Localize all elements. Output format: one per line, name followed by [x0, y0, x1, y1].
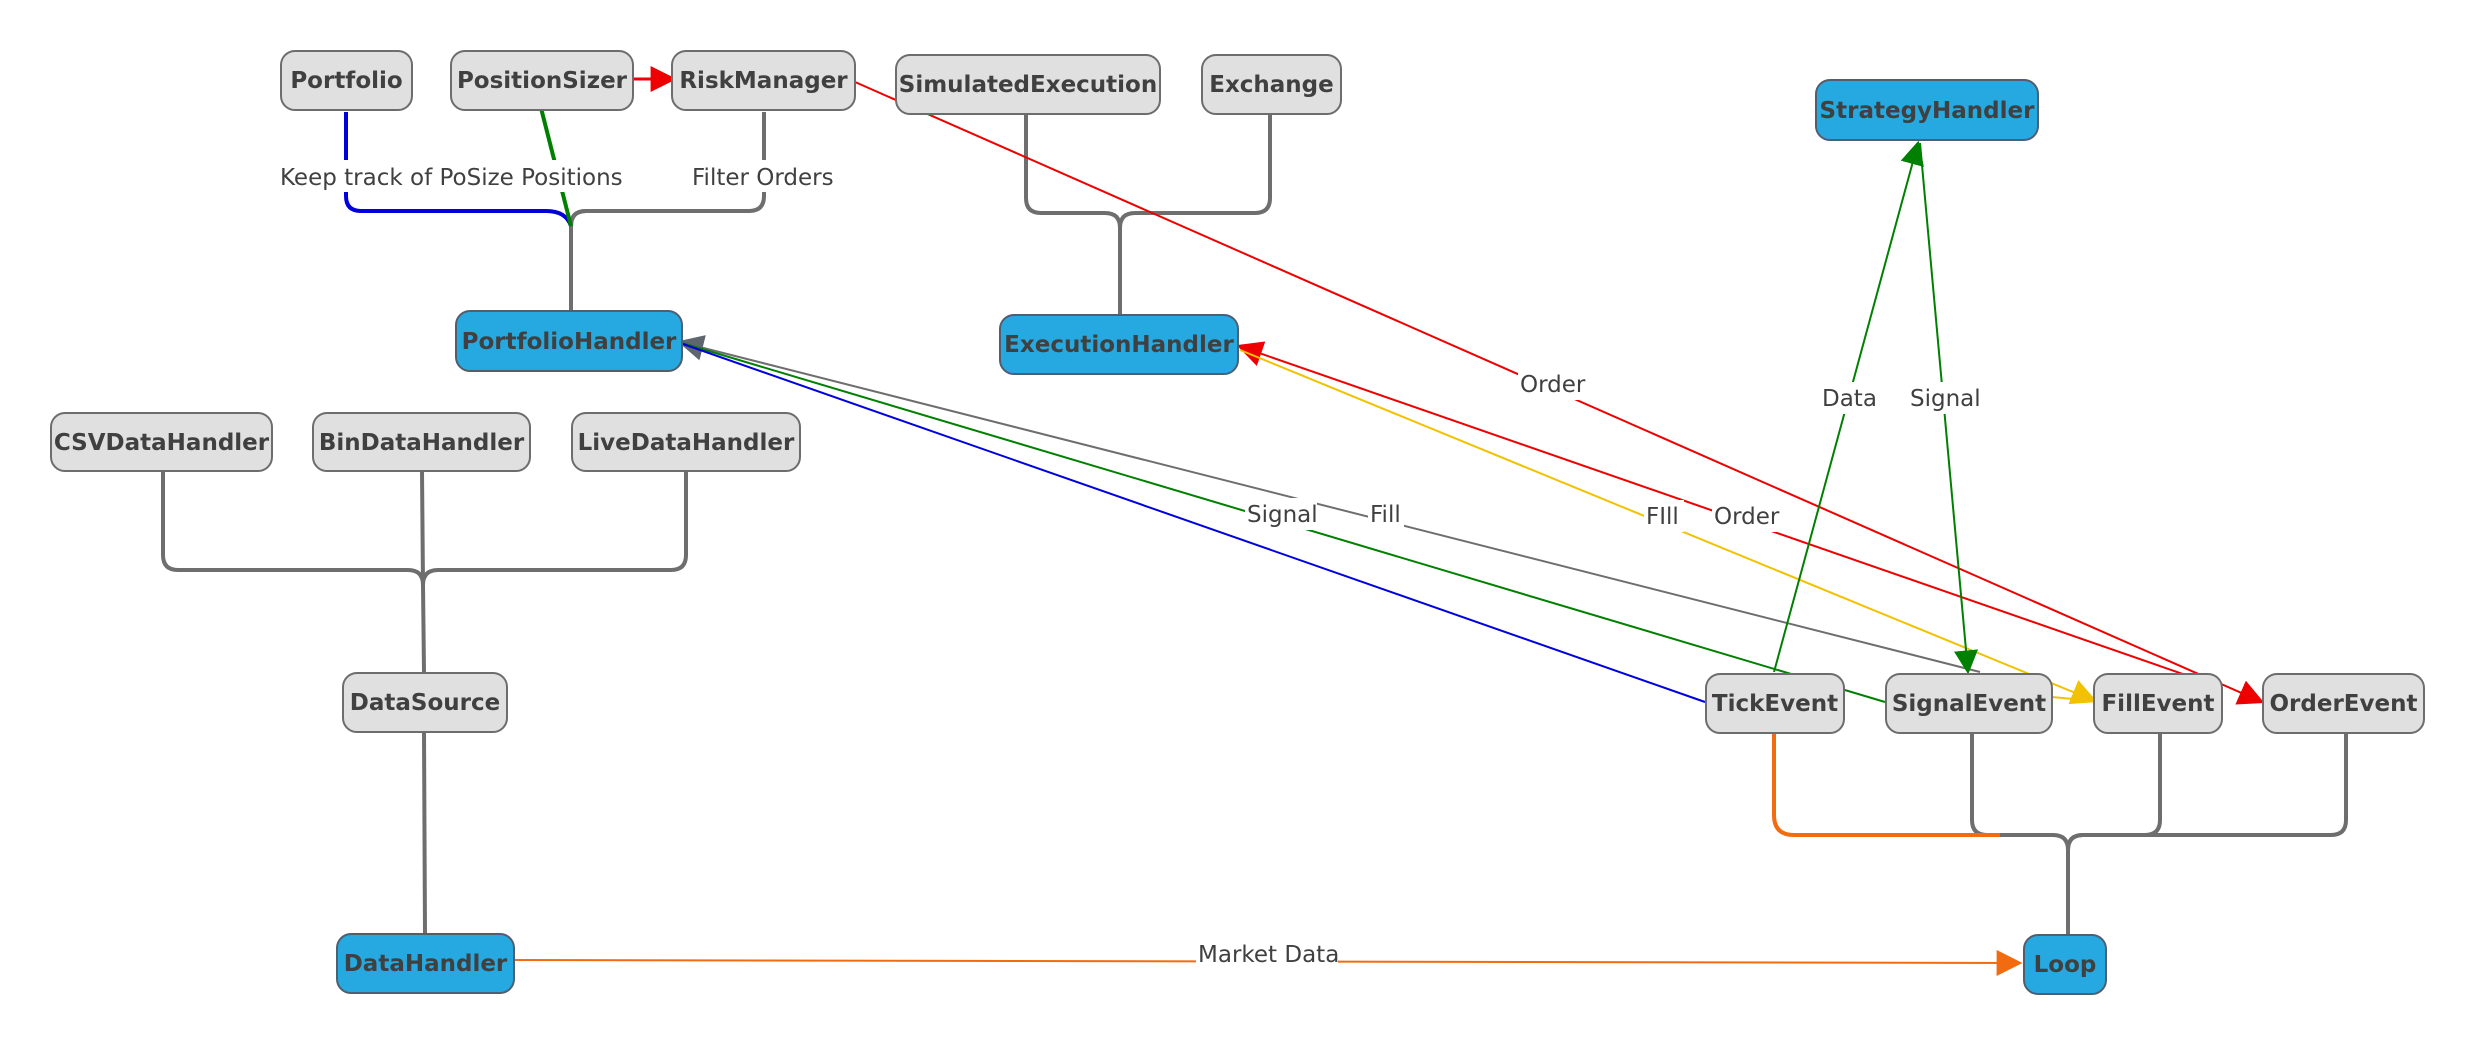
- label-order-top: Order: [1520, 372, 1586, 398]
- edge-labels: Keep track of PoSize Positions Filter Or…: [278, 160, 1981, 970]
- node-fill-event[interactable]: FillEvent: [2093, 673, 2223, 734]
- connector-exchange-exechandler: [1118, 112, 1272, 229]
- connector-live-datasource: [421, 471, 688, 586]
- node-csv-data-handler-label: CSVDataHandler: [54, 430, 270, 456]
- node-portfolio-label: Portfolio: [290, 68, 402, 94]
- node-order-event-label: OrderEvent: [2270, 691, 2418, 717]
- label-signal-right: Signal: [1910, 386, 1981, 412]
- node-simulated-execution-label: SimulatedExecution: [899, 72, 1157, 98]
- node-bin-data-handler-label: BinDataHandler: [319, 430, 525, 456]
- node-exchange-label: Exchange: [1209, 72, 1334, 98]
- node-data-source[interactable]: DataSource: [342, 672, 508, 733]
- node-data-source-label: DataSource: [350, 690, 500, 716]
- connectors: [161, 112, 2348, 936]
- node-position-sizer[interactable]: PositionSizer: [450, 50, 634, 111]
- node-strategy-handler-label: StrategyHandler: [1820, 98, 2036, 124]
- node-live-data-handler[interactable]: LiveDataHandler: [571, 412, 801, 472]
- edge-portfolio-portfoliohandler: [344, 112, 573, 227]
- label-fill-yellow: FIll: [1646, 504, 1679, 530]
- node-live-data-handler-label: LiveDataHandler: [578, 430, 795, 456]
- connector-orderevent-loop: [2066, 734, 2348, 851]
- node-signal-event-label: SignalEvent: [1892, 691, 2046, 717]
- label-keep-track: Keep track of PoSize Positions: [280, 165, 623, 191]
- connector-simexec-exechandler: [1024, 112, 1122, 315]
- node-order-event[interactable]: OrderEvent: [2262, 673, 2425, 734]
- edge-fillevent-portfoliohandler: [677, 335, 1981, 673]
- node-execution-handler-label: ExecutionHandler: [1004, 332, 1234, 358]
- label-order-mid: Order: [1714, 504, 1780, 530]
- connector-riskmanager-portfoliohandler: [569, 112, 766, 311]
- nodes: Portfolio PositionSizer RiskManager Simu…: [50, 50, 2425, 995]
- edge-tickevent-portfoliohandler: [682, 343, 1706, 703]
- node-loop[interactable]: Loop: [2023, 934, 2107, 995]
- connector-fillevent-loop: [2066, 734, 2162, 851]
- node-portfolio-handler-label: PortfolioHandler: [462, 329, 677, 355]
- node-fill-event-label: FillEvent: [2101, 691, 2214, 717]
- node-bin-data-handler[interactable]: BinDataHandler: [312, 412, 531, 472]
- node-strategy-handler[interactable]: StrategyHandler: [1815, 79, 2039, 141]
- edge-tickevent-loop: [1772, 734, 2000, 837]
- connector-csv-datasource: [161, 471, 426, 674]
- node-data-handler-label: DataHandler: [344, 951, 508, 977]
- node-risk-manager[interactable]: RiskManager: [671, 50, 856, 111]
- node-csv-data-handler[interactable]: CSVDataHandler: [50, 412, 273, 472]
- label-data: Data: [1822, 386, 1877, 412]
- node-exchange[interactable]: Exchange: [1201, 54, 1342, 115]
- node-portfolio[interactable]: Portfolio: [280, 50, 413, 111]
- node-data-handler[interactable]: DataHandler: [336, 933, 515, 994]
- node-tick-event-label: TickEvent: [1712, 691, 1838, 717]
- node-loop-label: Loop: [2034, 952, 2097, 978]
- label-fill-mid: Fill: [1370, 502, 1401, 528]
- node-signal-event[interactable]: SignalEvent: [1885, 673, 2053, 734]
- label-market-data: Market Data: [1198, 942, 1339, 968]
- connector-bin-datasource: [420, 470, 425, 586]
- node-position-sizer-label: PositionSizer: [457, 68, 628, 94]
- label-signal-mid: Signal: [1247, 502, 1318, 528]
- edge-signalevent-fillevent-short: [2051, 696, 2095, 702]
- connector-datasource-datahandler: [422, 731, 427, 936]
- node-risk-manager-label: RiskManager: [679, 68, 848, 94]
- node-portfolio-handler[interactable]: PortfolioHandler: [455, 310, 683, 372]
- label-filter-orders: Filter Orders: [692, 165, 834, 191]
- node-execution-handler[interactable]: ExecutionHandler: [999, 314, 1239, 375]
- connector-portfoliohandler-stem: [569, 209, 587, 227]
- node-simulated-execution[interactable]: SimulatedExecution: [895, 54, 1161, 115]
- node-tick-event[interactable]: TickEvent: [1705, 673, 1845, 734]
